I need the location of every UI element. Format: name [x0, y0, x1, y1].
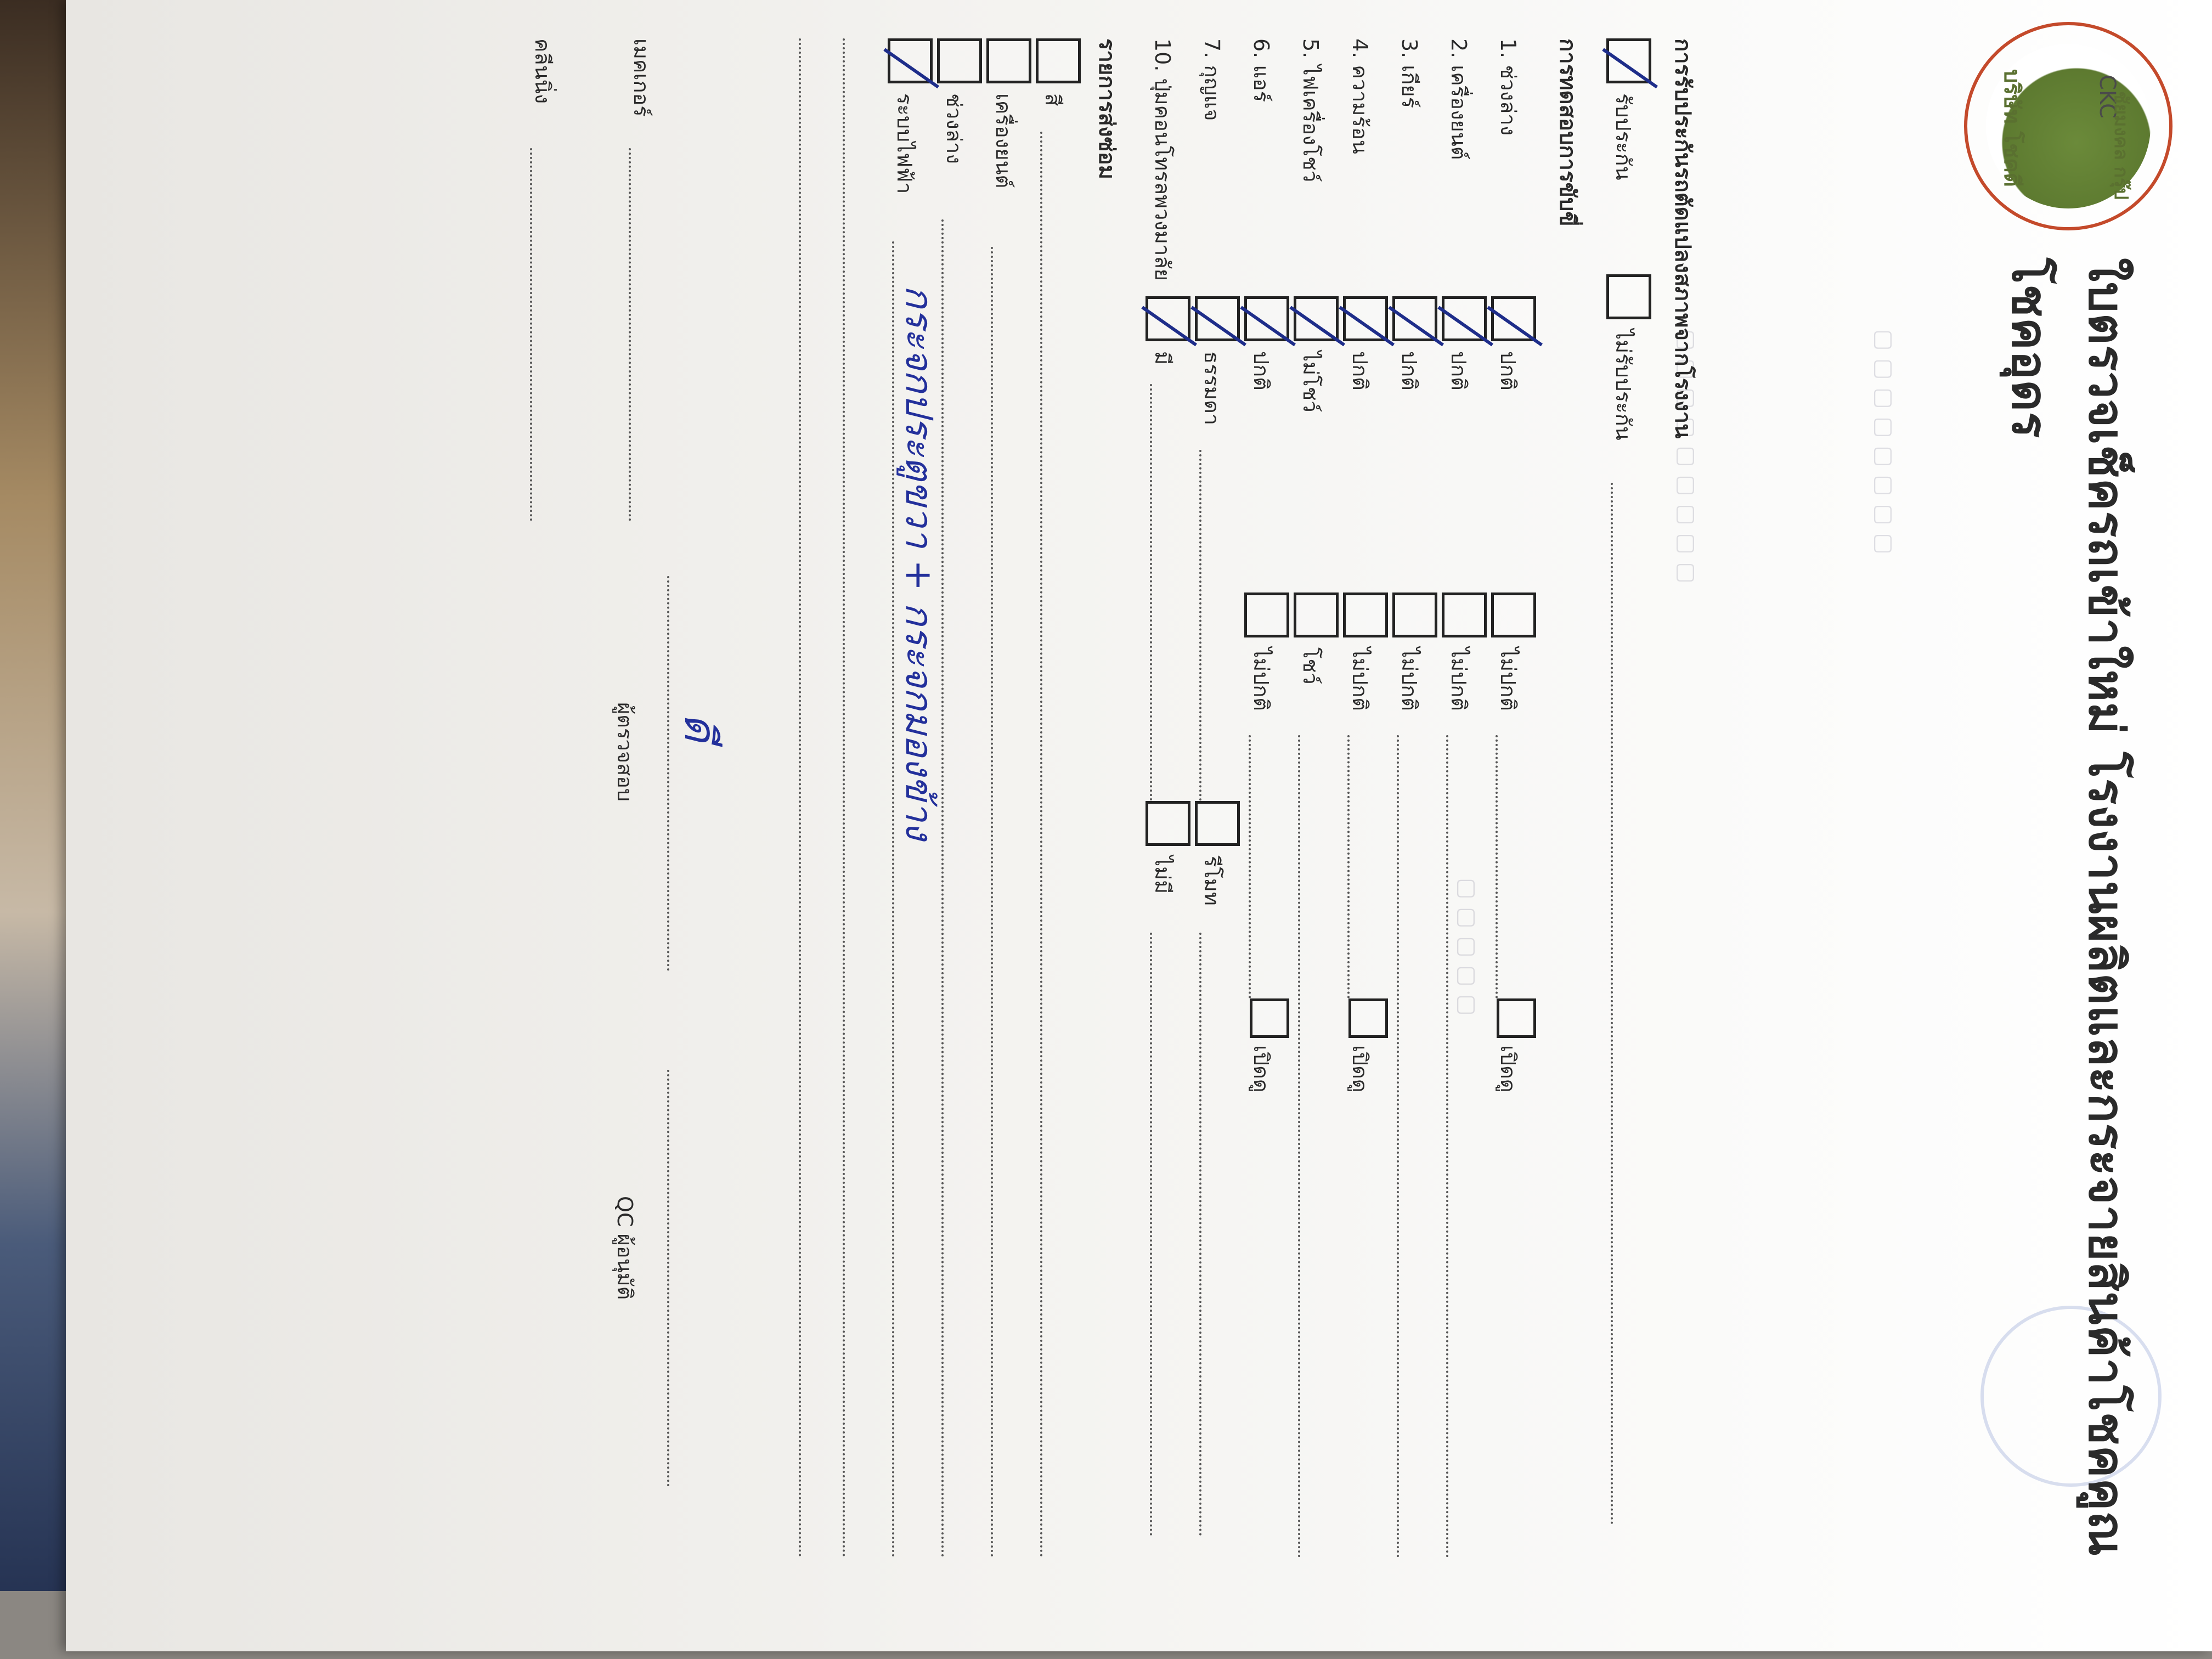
heat-abnormal-checkbox[interactable] — [1343, 592, 1388, 637]
key-dotted-line — [1199, 450, 1201, 801]
dash-show-checkbox[interactable] — [1294, 592, 1339, 637]
dash-no-show-label: ไม่โชว์ — [1299, 351, 1323, 413]
repair-engine-label: เครื่องยนต์ — [991, 93, 1015, 189]
heat-open-label: เปิดดู — [1348, 1045, 1372, 1093]
inspector-signature: ดี — [675, 713, 726, 742]
inspector-signature-line — [667, 576, 669, 971]
extra-dotted-line — [843, 38, 845, 1558]
repair-electrical-label: ระบบไฟฟ้า — [893, 93, 917, 194]
gear-dotted-line — [1397, 735, 1399, 1558]
repair-paint-checkbox[interactable] — [1036, 38, 1081, 83]
inspection-form-paper: ▢ ▢ ▢ ▢ ▢ ▢ ▢ ▢ ▢ ▢ ▢ ▢ ▢ ▢ ▢ ▢ ▢ ▢ ▢ ▢ … — [66, 0, 2212, 1651]
suspension-normal-label: ปกติ — [1496, 351, 1520, 391]
repair-handwritten-note: กระจกประตูขวา + กระจกมองข้าง — [897, 285, 940, 840]
engine-normal-label: ปกติ — [1447, 351, 1471, 391]
document-body: ▢ ▢ ▢ ▢ ▢ ▢ ▢ ▢ ▢ ▢ ▢ ▢ ▢ ▢ ▢ ▢ ▢ ▢ ▢ ▢ … — [165, 0, 2194, 1591]
extra-dotted-line-2 — [799, 38, 801, 1558]
aircon-abnormal-checkbox[interactable] — [1244, 592, 1289, 637]
mechanic-label: เมคเกอร์ — [629, 38, 653, 117]
steering-no-label: ไม่มี — [1150, 856, 1175, 894]
gear-abnormal-checkbox[interactable] — [1392, 592, 1437, 637]
page-title: ใบตรวจเช็ครถเข้าใหม่ โรงงานผลิตและกระจาย… — [2001, 258, 2135, 1557]
company-logo: CKC ชัยมงคล กรุ๊ป บริษัท โชคดี — [1964, 22, 2172, 230]
no-warranty-checkbox[interactable] — [1606, 274, 1651, 319]
repair-suspension-label: ช่วงล่าง — [942, 93, 966, 164]
gear-normal-label: ปกติ — [1397, 351, 1421, 391]
steering-no-dotted-line — [1150, 933, 1152, 1536]
heat-open-checkbox[interactable] — [1348, 998, 1388, 1038]
test-label-aircon: 6. แอร์ — [1249, 38, 1273, 103]
ghost-text: ▢ ▢ ▢ ▢ ▢ — [1454, 878, 1481, 1016]
qc-signature-line — [667, 1070, 669, 1487]
test-label-gear: 3. เกียร์ — [1397, 38, 1421, 109]
logo-company-bottom: บริษัท โชคดี — [1999, 69, 2024, 187]
repair-engine-checkbox[interactable] — [986, 38, 1031, 83]
mechanic-dotted-line — [629, 148, 631, 521]
cleaner-dotted-line — [530, 148, 532, 521]
aircon-open-label: เปิดดู — [1249, 1045, 1273, 1093]
repair-list-heading: รายการส่งซ่อม — [1094, 38, 1119, 180]
no-warranty-label: ไม่รับประกัน — [1611, 329, 1635, 441]
suspension-dotted-line — [1496, 735, 1498, 998]
dash-show-label: โชว์ — [1299, 647, 1323, 685]
inspector-label: ผู้ตรวจสอบ — [613, 702, 637, 802]
steering-dotted-line — [1150, 384, 1152, 801]
test-label-dash-lights: 5. ไฟเครื่องโชว์ — [1299, 38, 1323, 183]
suspension-open-label: เปิดดู — [1496, 1045, 1520, 1093]
warranty-heading: การรับประกันรถตัดแปลงสภาพจากโรงงาน — [1670, 38, 1695, 439]
driving-test-heading: การทดสอบการขับขี่ — [1555, 38, 1580, 227]
test-label-steering-control: 10. ปุ่มคอนโทรลพวงมาลัย — [1150, 38, 1175, 281]
aircon-abnormal-label: ไม่ปกติ — [1249, 647, 1273, 711]
key-remote-label: รีโมท — [1200, 856, 1224, 906]
test-label-suspension: 1. ช่วงล่าง — [1496, 38, 1520, 136]
ghost-text: ▢ ▢ ▢ ▢ ▢ ▢ ▢ ▢ — [1871, 329, 1898, 555]
dash-dotted-line — [1298, 735, 1300, 1558]
cleaner-label: คลีนนิ่ง — [531, 38, 555, 104]
repair-suspension-checkbox[interactable] — [937, 38, 982, 83]
warranty-label: รับประกัน — [1611, 93, 1635, 180]
steering-yes-label: มี — [1150, 351, 1175, 365]
suspension-abnormal-checkbox[interactable] — [1491, 592, 1536, 637]
logo-company-top: ชัยมงคล กรุ๊ป — [2110, 91, 2132, 200]
test-label-heat: 4. ความร้อน — [1348, 38, 1372, 154]
repair-paint-dotted-line — [1040, 132, 1042, 1558]
engine-dotted-line — [1446, 735, 1448, 1558]
aircon-normal-label: ปกติ — [1249, 351, 1273, 391]
gear-abnormal-label: ไม่ปกติ — [1397, 647, 1421, 711]
engine-abnormal-label: ไม่ปกติ — [1447, 647, 1471, 711]
test-label-key: 7. กุญแจ — [1200, 38, 1224, 121]
test-label-engine: 2. เครื่องยนต์ — [1447, 38, 1471, 160]
key-remote-dotted-line — [1199, 933, 1201, 1536]
heat-dotted-line — [1347, 735, 1350, 998]
qc-label: QC ผู้อนุมัติ — [613, 1196, 637, 1300]
steering-no-checkbox[interactable] — [1146, 801, 1190, 846]
warranty-dotted-line — [1611, 483, 1613, 1525]
repair-engine-dotted-line — [991, 247, 993, 1558]
key-standard-label: ธรรมดา — [1200, 351, 1224, 426]
heat-abnormal-label: ไม่ปกติ — [1348, 647, 1372, 711]
key-remote-checkbox[interactable] — [1195, 801, 1240, 846]
suspension-abnormal-label: ไม่ปกติ — [1496, 647, 1520, 711]
repair-paint-label: สี — [1041, 93, 1065, 106]
aircon-dotted-line — [1249, 735, 1251, 998]
heat-normal-label: ปกติ — [1348, 351, 1372, 391]
engine-abnormal-checkbox[interactable] — [1442, 592, 1487, 637]
aircon-open-checkbox[interactable] — [1250, 998, 1289, 1038]
suspension-open-checkbox[interactable] — [1497, 998, 1536, 1038]
